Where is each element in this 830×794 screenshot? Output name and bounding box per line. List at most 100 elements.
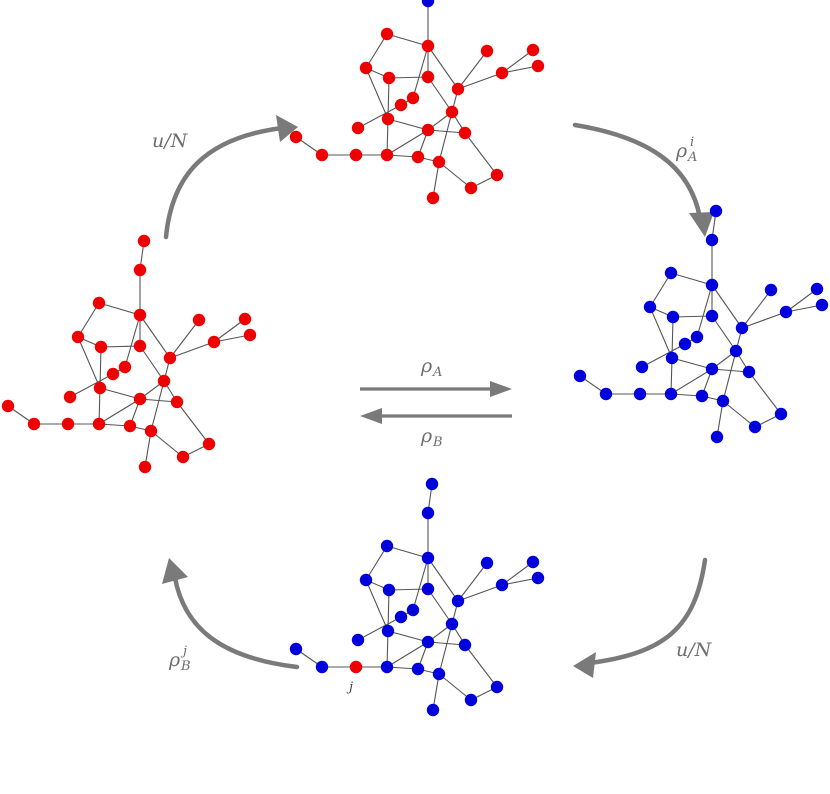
arrowhead-top-right (689, 212, 714, 237)
arrow-top-left (163, 125, 285, 240)
right-network-node (709, 204, 723, 218)
right-network-node (635, 360, 649, 374)
top-network-node (426, 191, 440, 205)
network-top-nodes: i (289, 0, 545, 205)
bottom-network-node (425, 477, 439, 491)
top-network-node (526, 43, 540, 57)
bottom-network-node (315, 660, 329, 674)
top-network-node (421, 39, 435, 53)
right-network-node (716, 394, 730, 408)
left-network-node (92, 417, 106, 431)
left-network-node (133, 263, 147, 277)
right-network-node (705, 278, 719, 292)
top-network-node (458, 126, 472, 140)
left-network-node (61, 417, 75, 431)
left-network-node (106, 367, 120, 381)
top-network-node (490, 168, 504, 182)
label-center-bottom: ρ (420, 425, 433, 447)
bottom-network-mutant-label: j (346, 680, 353, 695)
arrowhead-center-left (360, 408, 382, 424)
bottom-network-node (526, 555, 540, 569)
bottom-network-node (480, 556, 494, 570)
left-network-node (138, 460, 152, 474)
bottom-network-node (380, 539, 394, 553)
network-right (573, 204, 829, 444)
left-network-node (63, 390, 77, 404)
top-network-node (495, 66, 509, 80)
bottom-network-node (351, 633, 365, 647)
network-bottom: j (289, 477, 545, 717)
right-network-node (748, 420, 762, 434)
left-network-node (176, 450, 190, 464)
bottom-network-node (421, 635, 435, 649)
right-network-node (779, 305, 793, 319)
bottom-network-node (359, 573, 373, 587)
top-network-node (289, 130, 303, 144)
top-network-node (380, 27, 394, 41)
bottom-network-node (421, 551, 435, 565)
left-network-node (93, 381, 107, 395)
left-network-node (192, 313, 206, 327)
left-network-node (202, 437, 216, 451)
network-top: i (289, 0, 545, 205)
label-bottom-right: u/N (676, 639, 713, 661)
right-network-node (665, 351, 679, 365)
label-top-right-sub: A (687, 150, 697, 165)
left-network-node (123, 419, 137, 433)
top-network-node (315, 148, 329, 162)
bottom-network-node (411, 662, 425, 676)
bottom-network-node (451, 594, 465, 608)
bottom-network-node (490, 680, 504, 694)
left-network-node (243, 328, 257, 342)
right-network-node (643, 300, 657, 314)
right-network-node (664, 387, 678, 401)
arrow-bottom-left (172, 575, 300, 670)
label-top-right-sup: i (690, 135, 694, 150)
left-network-node (170, 395, 184, 409)
top-network-node (421, 123, 435, 137)
right-network-node (705, 309, 719, 323)
left-network-node (133, 392, 147, 406)
bottom-network-node (426, 703, 440, 717)
left-network-node (163, 351, 177, 365)
left-network-node (133, 339, 147, 353)
top-network-node (394, 98, 408, 112)
network-left (1, 234, 257, 474)
right-network-node (633, 387, 647, 401)
top-network-node (349, 148, 363, 162)
top-network-node (432, 155, 446, 169)
top-network-node (351, 121, 365, 135)
right-network-node (764, 283, 778, 297)
right-network-node (705, 233, 719, 247)
label-center-top-sub: A (432, 365, 442, 380)
right-network-node (815, 298, 829, 312)
label-top-left: u/N (152, 130, 189, 152)
left-network-node (27, 417, 41, 431)
right-network-node (695, 389, 709, 403)
bottom-network-node (531, 571, 545, 585)
top-network-node (480, 44, 494, 58)
right-network-node (599, 387, 613, 401)
bottom-network-node (381, 624, 395, 638)
top-network-node (451, 82, 465, 96)
right-network-node (774, 407, 788, 421)
left-network-node (144, 424, 158, 438)
arrows (162, 115, 714, 678)
bottom-network-node (382, 583, 396, 597)
transition-labels: u/N ρ i A u/N ρ j B ρ A ρ B (152, 130, 713, 674)
bottom-network-node (380, 660, 394, 674)
network-left-nodes (1, 234, 257, 474)
top-network-node (406, 91, 420, 105)
right-network-node (810, 282, 824, 296)
bottom-network-node (458, 638, 472, 652)
right-network-node (742, 365, 756, 379)
top-network-node (445, 105, 459, 119)
label-center-bottom-sub: B (432, 435, 443, 450)
label-bottom-left-sub: B (180, 659, 191, 674)
bottom-network-node (394, 610, 408, 624)
right-network-node (735, 321, 749, 335)
bottom-network-node (432, 667, 446, 681)
left-network-node (133, 308, 147, 322)
arrowhead-bottom-right (573, 652, 596, 678)
